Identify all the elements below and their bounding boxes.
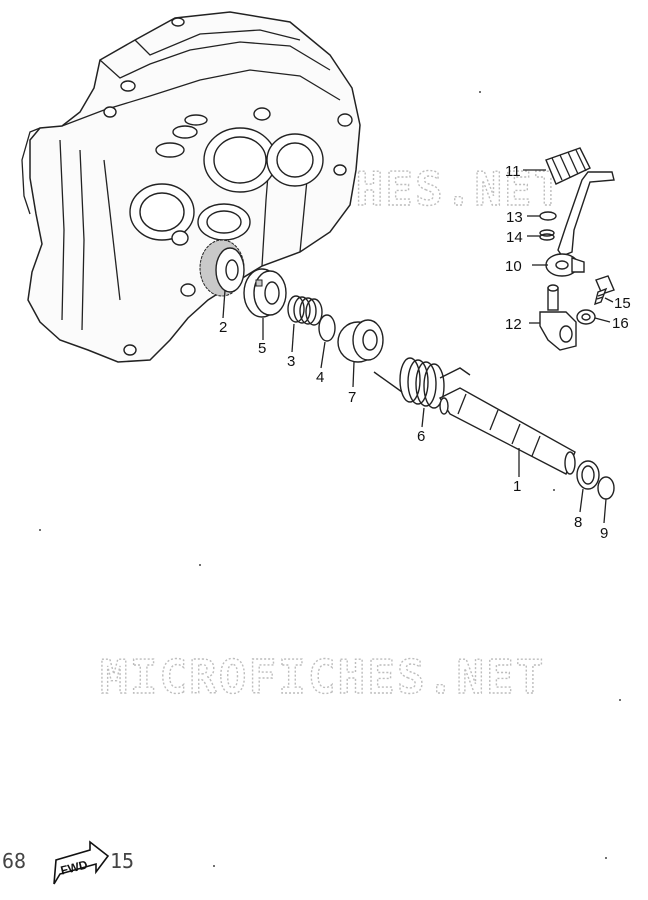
fwd-suffix: 15 (110, 849, 134, 873)
circlip (318, 314, 336, 342)
callout-16: 16 (612, 315, 629, 332)
callout-2: 2 (219, 319, 227, 336)
callout-5: 5 (258, 340, 266, 357)
ratchet-spring (287, 295, 323, 326)
spring-guide (337, 319, 384, 363)
callout-14: 14 (506, 229, 523, 246)
ratchet (243, 268, 287, 318)
fwd-arrow-icon: FWD (53, 840, 110, 885)
callout-labels: 1 2 3 4 5 6 7 8 9 10 11 12 13 14 15 16 (219, 163, 631, 542)
small-spring (539, 229, 555, 241)
kick-spring (373, 357, 471, 409)
kick-idle-gear (199, 239, 245, 297)
scan-specks (39, 91, 621, 867)
watermark-bottom: MICROFICHES.NET (100, 650, 545, 704)
callout-12: 12 (505, 316, 522, 333)
callout-13: 13 (506, 209, 523, 226)
bolt (594, 275, 615, 306)
shaft-circlip (597, 476, 615, 500)
kick-rubber (545, 147, 591, 185)
callout-6: 6 (417, 428, 425, 445)
callout-11: 11 (505, 163, 521, 180)
kick-boss (539, 284, 577, 351)
washer (576, 460, 600, 490)
crankcase-half (21, 11, 361, 363)
callout-10: 10 (505, 258, 522, 275)
callout-9: 9 (600, 525, 608, 542)
kick-arm (545, 171, 615, 277)
page-number: 68 (2, 849, 26, 873)
fwd-label: FWD (59, 857, 89, 877)
callout-8: 8 (574, 514, 582, 531)
callout-1: 1 (513, 478, 521, 495)
kick-starter-shaft (438, 387, 576, 475)
callout-7: 7 (348, 389, 356, 406)
callout-15: 15 (614, 295, 631, 312)
callout-3: 3 (287, 353, 295, 370)
leader-lines (222, 169, 614, 524)
callout-4: 4 (316, 369, 324, 386)
bolt-washer (576, 309, 596, 325)
